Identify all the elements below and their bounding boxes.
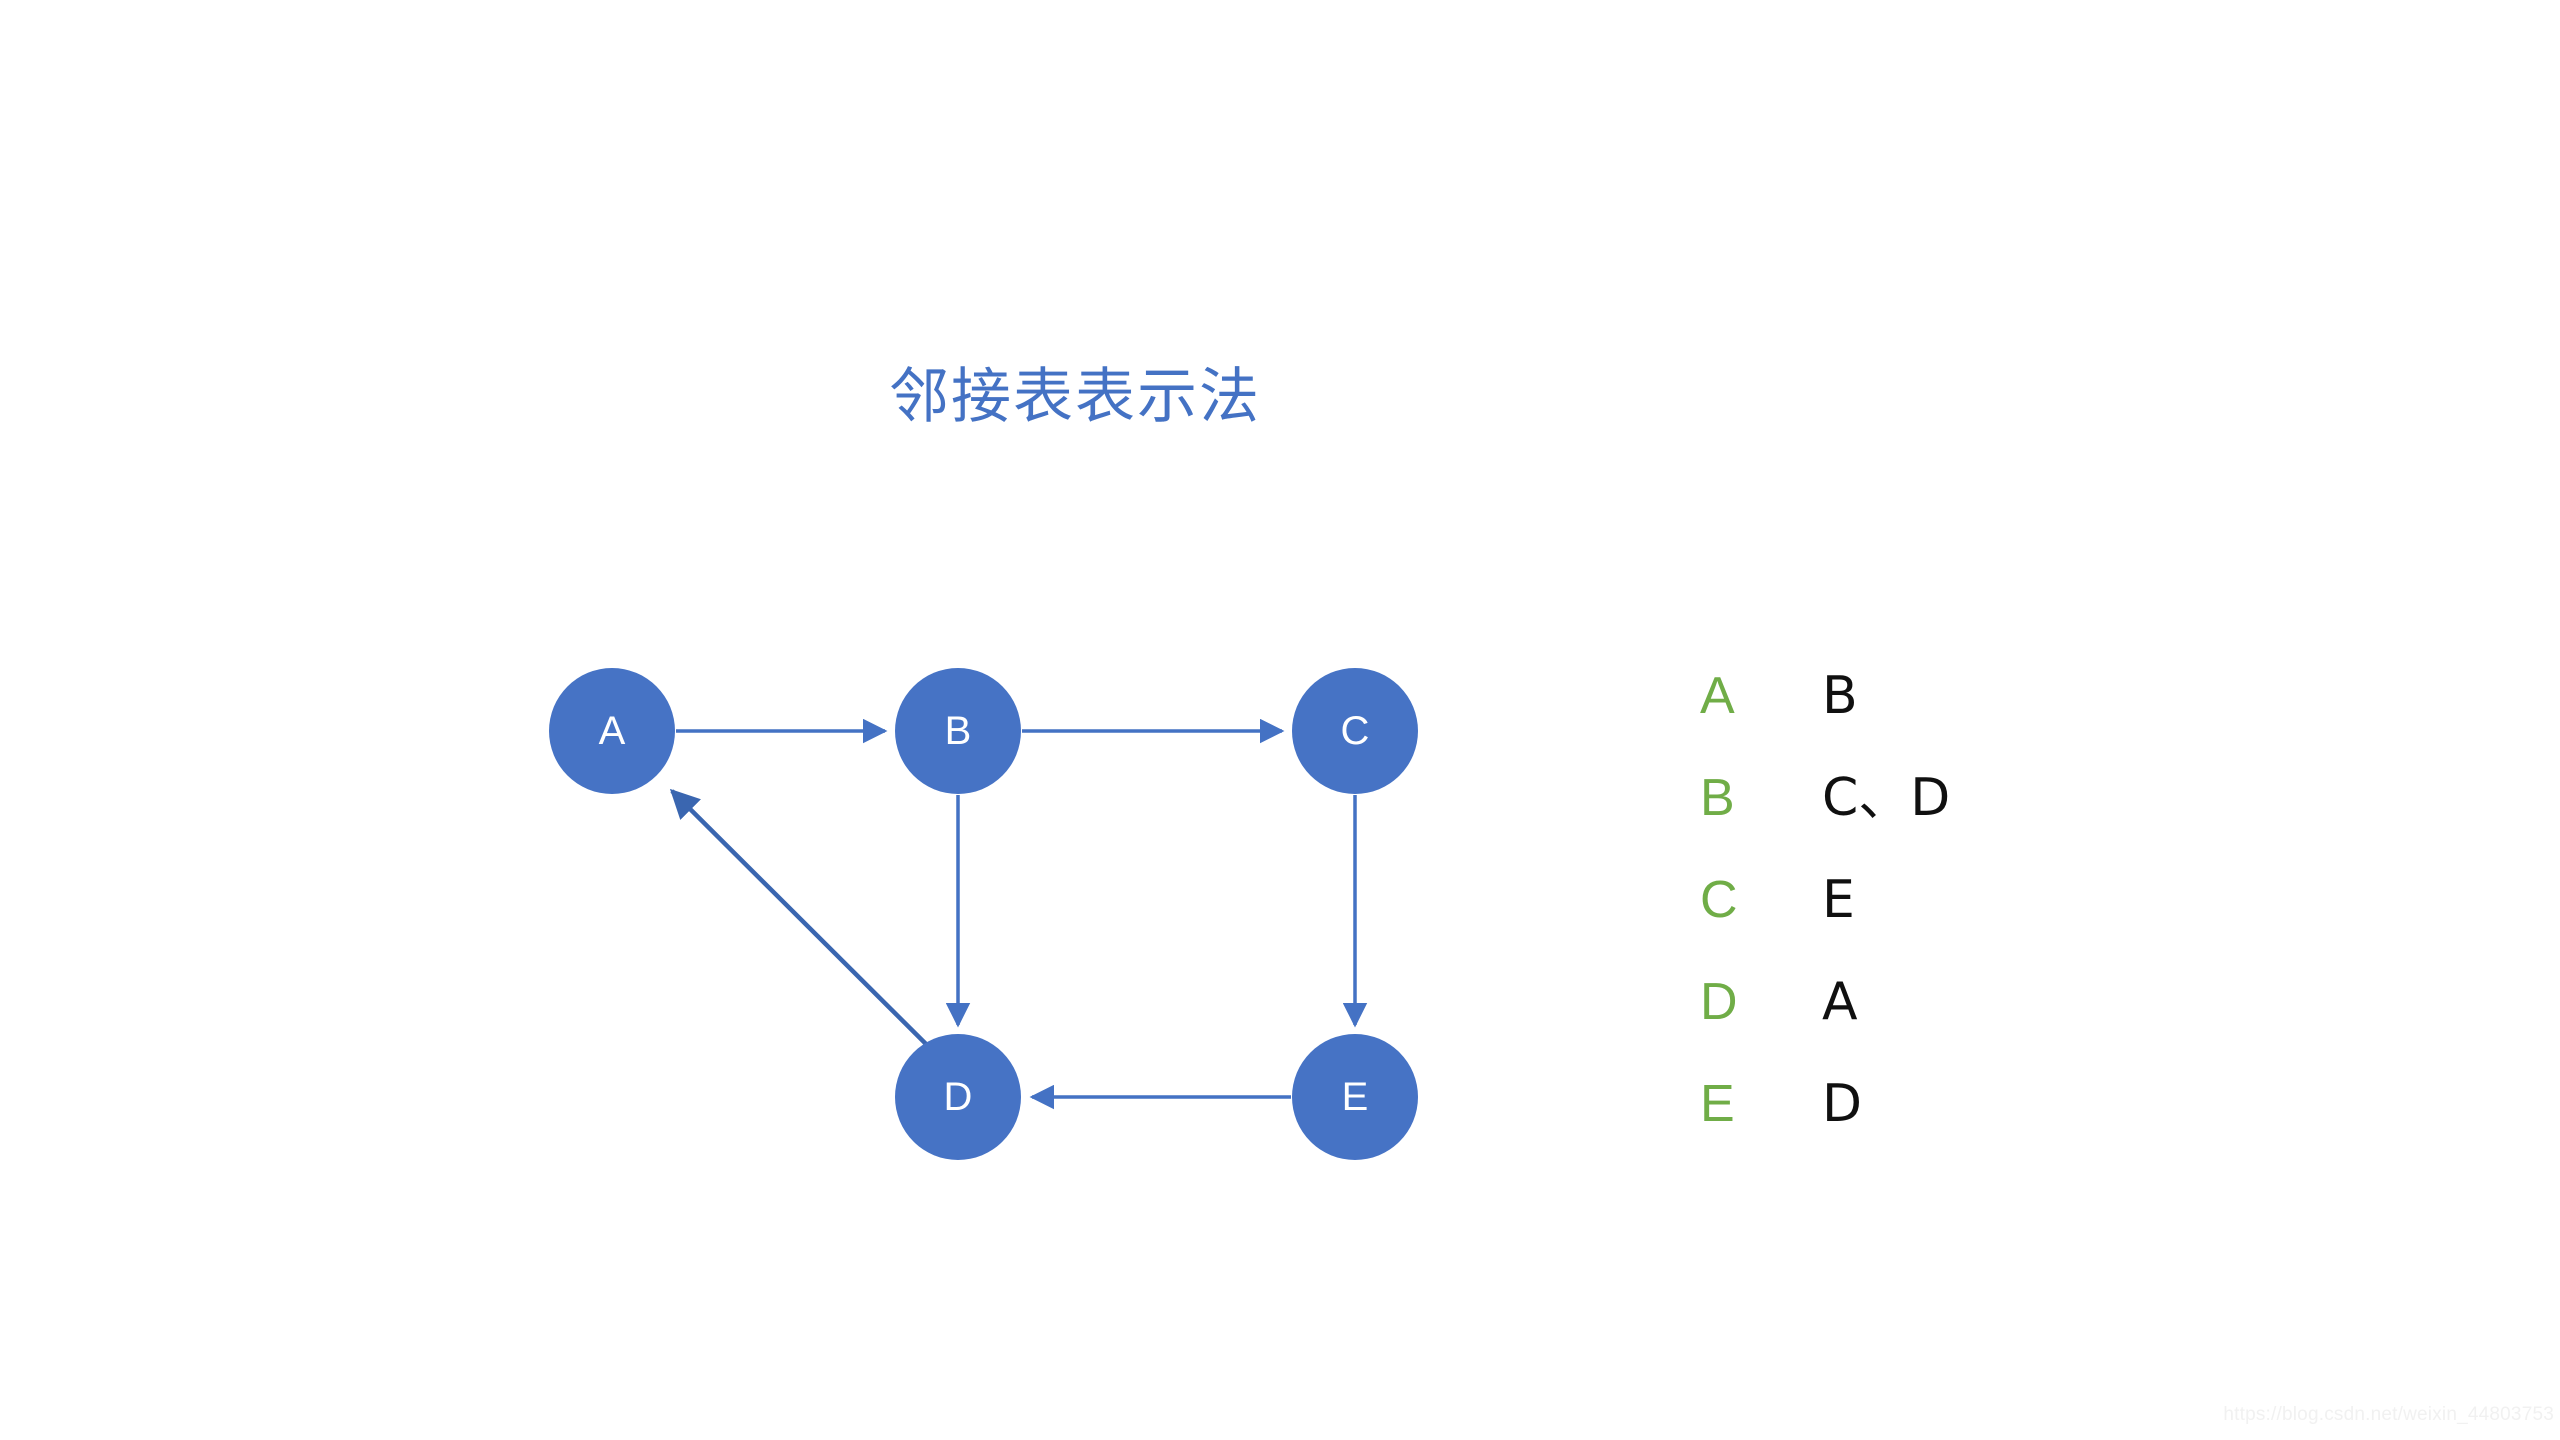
graph-node-d-label: D — [943, 1075, 973, 1119]
graph-node-d[interactable]: D — [895, 1034, 1021, 1160]
adjacency-value-d: A — [1822, 972, 1858, 1032]
graph-node-c-label: C — [1340, 709, 1370, 753]
page-title: 邻接表表示法 — [0, 358, 2560, 436]
adjacency-key-b: B — [1700, 769, 1735, 827]
graph-node-a-label: A — [598, 709, 626, 753]
adjacency-value-b: C、D — [1822, 768, 1951, 828]
graph-node-b[interactable]: B — [895, 668, 1021, 794]
watermark-url: https://blog.csdn.net/weixin_44803753 — [2223, 1404, 2554, 1425]
adjacency-value-c: E — [1822, 870, 1855, 930]
graph-node-a[interactable]: A — [549, 668, 675, 794]
adjacency-key-a: A — [1700, 667, 1735, 725]
edge-d-to-a — [669, 788, 934, 1052]
graph-node-e-label: E — [1341, 1075, 1369, 1119]
adjacency-key-c: C — [1700, 871, 1738, 929]
adjacency-key-e: E — [1700, 1075, 1735, 1133]
adjacency-key-d: D — [1700, 973, 1738, 1031]
adjacency-value-a: B — [1822, 666, 1858, 726]
adjacency-value-e: D — [1822, 1074, 1863, 1134]
graph-node-b-label: B — [944, 709, 972, 753]
adjacency-list: A B B C、D C E D A E D — [1700, 668, 2260, 1178]
page-title-text: 邻接表表示法 — [889, 362, 1261, 432]
graph-node-c[interactable]: C — [1292, 668, 1418, 794]
adjacency-row-d: D A — [1700, 974, 2260, 1076]
adjacency-row-a: A B — [1700, 668, 2260, 770]
adjacency-row-b: B C、D — [1700, 770, 2260, 872]
graph-node-e[interactable]: E — [1292, 1034, 1418, 1160]
adjacency-row-c: C E — [1700, 872, 2260, 974]
adjacency-row-e: E D — [1700, 1076, 2260, 1178]
